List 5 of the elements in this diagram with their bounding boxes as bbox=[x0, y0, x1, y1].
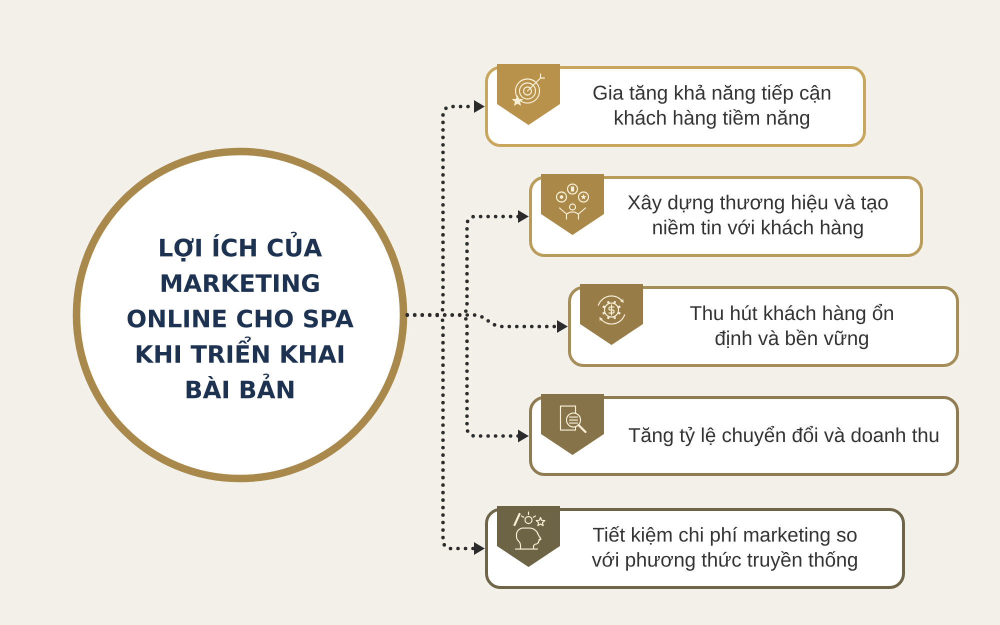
benefit-box: Xây dựng thương hiệu và tạo niềm tin với khách hàng bbox=[529, 176, 923, 257]
benefit-box: Gia tăng khả năng tiếp cận khách hàng tiềm năng bbox=[485, 66, 866, 147]
benefit-box: Tăng tỷ lệ chuyển đổi và doanh thu bbox=[529, 396, 959, 476]
benefit-box: Tiết kiệm chi phí marketing so với phương thức truyền thống bbox=[485, 508, 905, 589]
benefit-box: Thu hút khách hàng ổn định và bền vững bbox=[568, 286, 959, 367]
